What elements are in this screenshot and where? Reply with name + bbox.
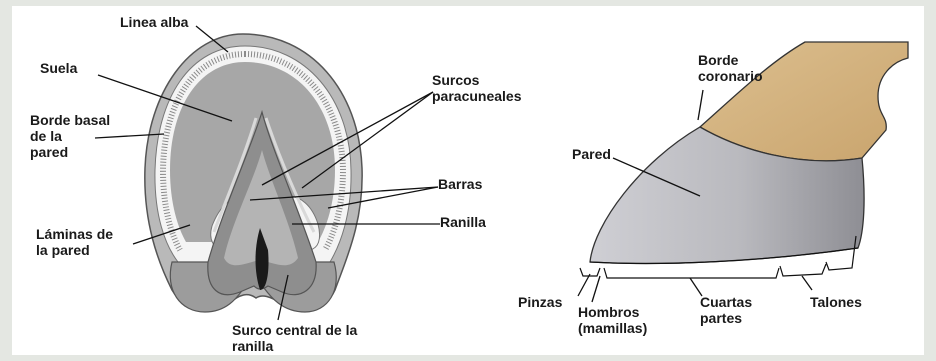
label-surco-central: Surco central de la ranilla [232,322,357,354]
label-surcos-paracuneales: Surcos paracuneales [432,72,522,104]
label-ranilla: Ranilla [440,214,486,230]
label-linea-alba: Linea alba [120,14,188,30]
label-suela: Suela [40,60,77,76]
label-pared: Pared [572,146,611,162]
label-borde-coronario: Borde coronario [698,52,763,84]
sole-view [145,34,362,312]
label-borde-basal: Borde basal de la pared [30,112,110,160]
label-laminas: Láminas de la pared [36,226,113,258]
label-cuartas-partes: Cuartas partes [700,294,752,326]
label-pinzas: Pinzas [518,294,562,310]
label-hombros: Hombros (mamillas) [578,304,647,336]
label-talones: Talones [810,294,862,310]
label-barras: Barras [438,176,482,192]
